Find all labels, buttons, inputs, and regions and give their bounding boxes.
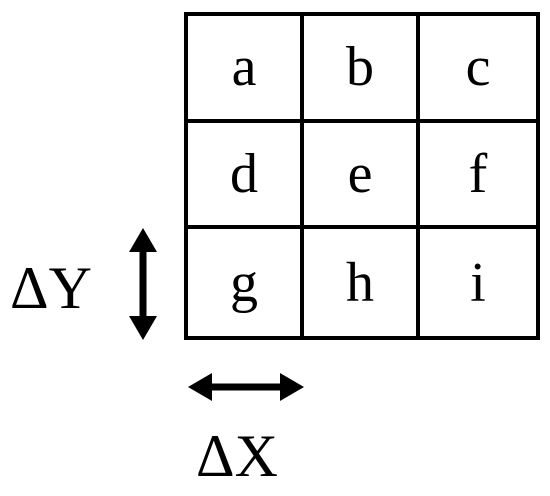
cell-g: g: [188, 229, 304, 336]
cell-e: e: [304, 122, 420, 230]
cell-b: b: [304, 16, 420, 123]
delta-y-label: ΔY: [10, 255, 92, 321]
cell-grid: a b c d e f g h i: [184, 12, 540, 340]
cell-f: f: [420, 123, 536, 230]
vertical-double-arrow-icon: [129, 228, 157, 340]
horizontal-double-arrow-icon: [188, 373, 304, 401]
cell-i: i: [470, 251, 486, 314]
cell-d: d: [188, 122, 304, 230]
cell-c: c: [420, 16, 536, 123]
delta-x-label: ΔX: [196, 423, 278, 489]
cell-h: h: [304, 229, 420, 336]
cell-a: a: [188, 16, 304, 123]
